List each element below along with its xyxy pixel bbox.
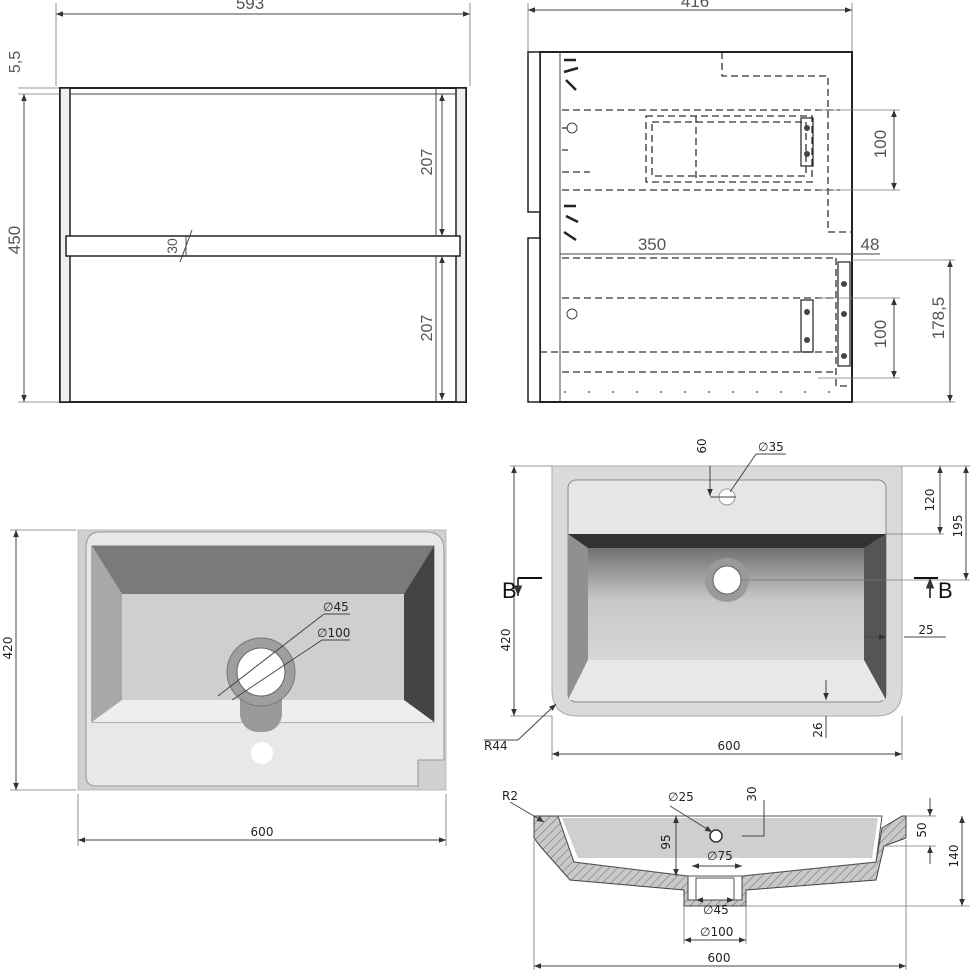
top-view-width-label: 600 [718, 739, 741, 753]
front-view: 593 5,5 450 207 207 30 [5, 0, 471, 403]
depth-label: 95 [659, 834, 673, 849]
offset-label: 48 [861, 235, 880, 254]
basin-left-bowl-label: ∅100 [317, 626, 350, 640]
drawer-depth-label: 350 [638, 235, 666, 254]
radius-label: R44 [484, 739, 508, 753]
side-depth-label: 416 [681, 0, 709, 11]
upper-drawer-label: 207 [419, 149, 436, 176]
front-offset-label: 195 [951, 515, 965, 538]
section-bowl-label: ∅100 [700, 925, 733, 939]
basin-left-height-label: 420 [1, 637, 15, 660]
section-width-label: 600 [708, 951, 731, 965]
front-gap-label: 5,5 [7, 51, 24, 73]
wall-label: 25 [918, 623, 933, 637]
back-ledge-label: 120 [923, 489, 937, 512]
rail-label: 30 [164, 238, 180, 254]
front-height-label: 450 [5, 226, 24, 254]
tap-offset-label: 60 [695, 438, 709, 453]
basin-left-width-label: 600 [251, 825, 274, 839]
overflow-height-label: 30 [745, 786, 759, 801]
bottom-drawer-height-label: 100 [871, 320, 890, 348]
basin-left-drain-label: ∅45 [323, 600, 349, 614]
total-height-label: 140 [947, 845, 961, 868]
side-outline [539, 51, 853, 403]
side-view: 416 100 [527, 0, 955, 403]
top-drawer-height-label: 100 [871, 130, 890, 158]
top-view-height-label: 420 [499, 629, 513, 652]
front-wall-label: 26 [811, 722, 825, 737]
tap-dia-label: ∅35 [758, 440, 784, 454]
lower-height-label: 178,5 [929, 297, 948, 340]
section-drain-label: ∅45 [703, 903, 729, 917]
cabinet-rail [65, 235, 461, 257]
drain-top-label: ∅75 [707, 849, 733, 863]
section-radius-label: R2 [502, 789, 518, 803]
rim-label: 50 [915, 822, 929, 837]
front-width-label: 593 [236, 0, 264, 13]
basin-perspective: 420 ∅45 ∅100 600 [1, 529, 447, 846]
basin-section: R2 ∅25 30 95 ∅75 ∅45 ∅100 50 140 600 [502, 786, 970, 970]
section-b-left: B [502, 578, 517, 603]
overflow-dia-label: ∅25 [668, 790, 694, 804]
lower-drawer-label: 207 [419, 315, 436, 342]
basin-top-view: 420 60 ∅35 120 195 B B 25 26 R44 600 [484, 438, 970, 760]
section-b-right: B [938, 578, 953, 603]
